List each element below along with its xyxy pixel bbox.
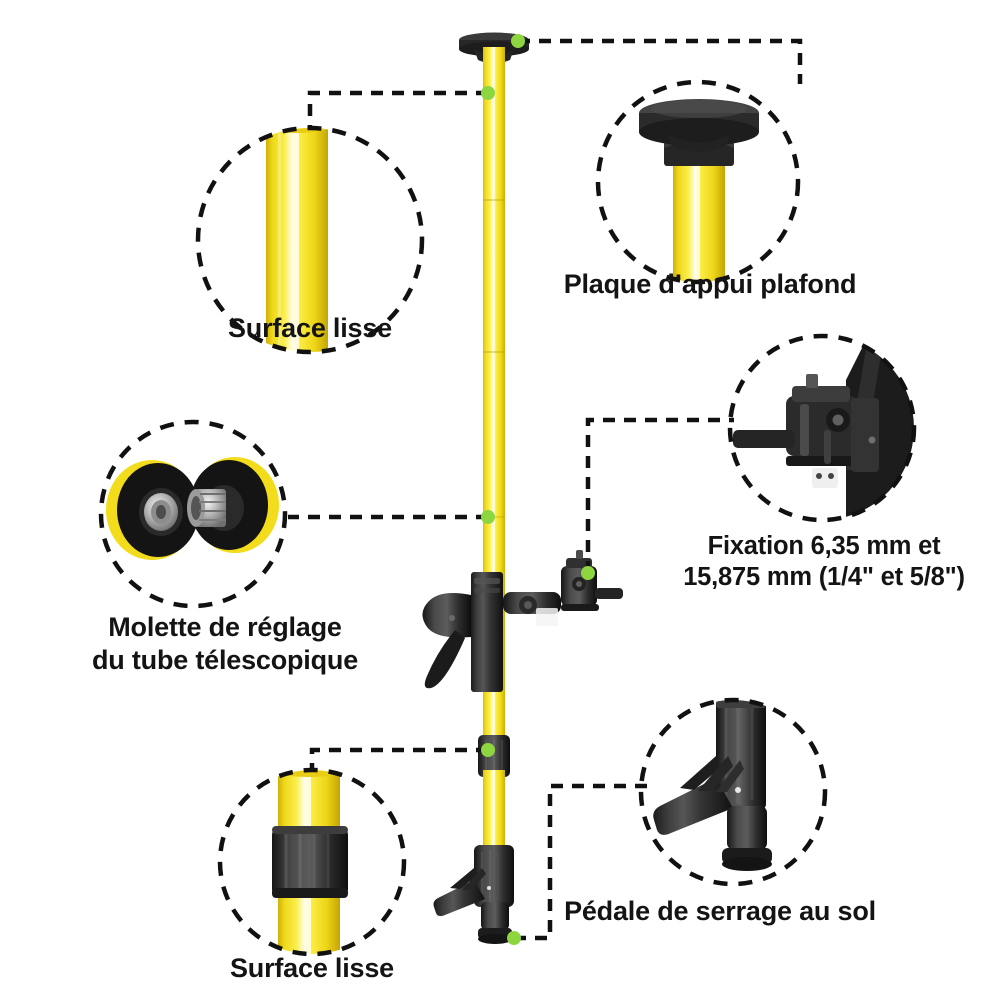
caption-molette-de-reglage: Molette de réglage du tube télescopique bbox=[91, 612, 359, 675]
detail-circle-outline bbox=[195, 125, 425, 355]
caption-surface-lisse-bottom: Surface lisse bbox=[229, 953, 394, 983]
detail-bubble-pedale bbox=[638, 697, 828, 887]
detail-bubble-surface-lisse-top bbox=[195, 125, 425, 355]
detail-circle-outline bbox=[98, 419, 288, 609]
caption-surface-lisse-top: Surface lisse bbox=[227, 313, 392, 343]
thread-stud bbox=[187, 489, 226, 527]
detail-bubble-fixation bbox=[727, 333, 917, 523]
connector-surface-lisse-bottom bbox=[309, 747, 488, 772]
caption-pedale-de-serrage: Pédale de serrage au sol bbox=[564, 896, 876, 926]
floor-foot-pedal-part bbox=[433, 845, 514, 944]
connector-plaque-appui bbox=[518, 38, 803, 84]
connector-surface-lisse-top bbox=[307, 90, 488, 130]
pedal-plate bbox=[433, 880, 485, 917]
marker-dot-surface-lisse-bottom bbox=[481, 743, 495, 757]
marker-dot-fixation bbox=[581, 566, 595, 580]
mid-clamp-bracket-part bbox=[422, 550, 623, 692]
pedal-plate bbox=[653, 778, 733, 835]
marker-dot-surface-lisse-top bbox=[481, 86, 495, 100]
detail-circle-outline bbox=[638, 697, 828, 887]
detail-circle-outline bbox=[595, 79, 801, 285]
connector-fixation bbox=[585, 417, 734, 573]
detail-bubble-surface-lisse-bottom bbox=[217, 767, 407, 957]
detail-circle-outline bbox=[217, 767, 407, 957]
connector-pedale bbox=[514, 783, 648, 941]
product-pole-illustration bbox=[422, 32, 623, 944]
marker-dot-plaque-appui bbox=[511, 34, 525, 48]
callout-marker-dots bbox=[481, 34, 595, 945]
detail-bubble-molette bbox=[98, 419, 288, 609]
marker-dot-pedale bbox=[507, 931, 521, 945]
clamp-lever bbox=[424, 630, 465, 689]
callout-connector-lines bbox=[288, 38, 803, 941]
marker-dot-molette bbox=[481, 510, 495, 524]
caption-plaque-appui-plafond: Plaque d’appui plafond bbox=[563, 269, 857, 299]
detail-circle-outline bbox=[727, 333, 917, 523]
caption-fixation-filetages: Fixation 6,35 mm et 15,875 mm (1/4" et 5… bbox=[683, 532, 965, 592]
collar bbox=[272, 826, 348, 898]
detail-bubble-plaque-appui bbox=[595, 79, 801, 285]
